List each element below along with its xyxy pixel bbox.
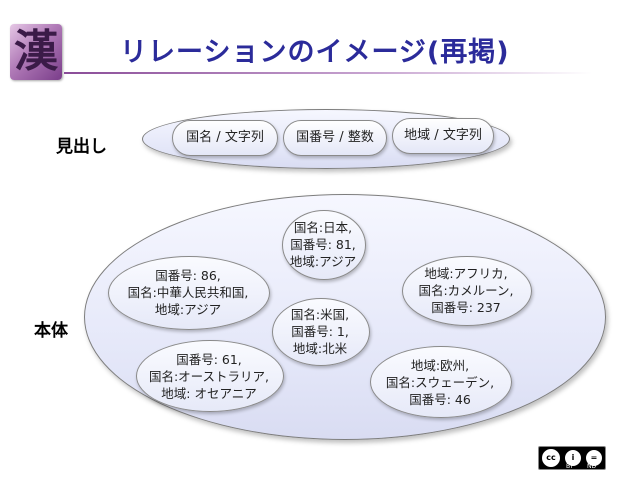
- cc-nd-label: ND: [587, 463, 597, 470]
- record-australia-field: 国番号: 61,: [176, 352, 242, 367]
- creative-commons-badge[interactable]: cc i = BY ND: [538, 446, 606, 470]
- record-ellipse-sweden: [370, 346, 512, 418]
- record-usa-field: 国名:米国,: [290, 307, 350, 322]
- record-cameroon-field: 国番号: 237: [431, 300, 501, 315]
- record-japan: 国名:日本, 国番号: 81, 地域:アジア: [282, 219, 364, 270]
- record-usa-field: 国番号: 1,: [291, 324, 349, 339]
- record-sweden-field: 国名:スウェーデン,: [385, 375, 495, 390]
- slide-title: リレーションのイメージ(再掲): [120, 37, 510, 68]
- record-australia-field: 国名:オーストラリア,: [148, 369, 270, 384]
- record-ellipse-usa: [272, 298, 370, 366]
- record-japan-field: 国名:日本,: [293, 220, 353, 235]
- record-ellipse-cameroon: [402, 256, 532, 326]
- body-label: 本体: [34, 321, 68, 341]
- cc-by-label: BY: [566, 463, 574, 470]
- record-cameroon-field: 国名:カメルーン,: [418, 283, 514, 298]
- heading-attr-country-code: 国番号 / 整数: [283, 120, 387, 156]
- heading-label: 見出し: [56, 137, 107, 157]
- no-derivatives-icon: =: [585, 449, 603, 467]
- cc-icon: cc: [541, 448, 561, 468]
- record-cameroon: 地域:アフリカ, 国名:カメルーン, 国番号: 237: [402, 265, 530, 316]
- record-japan-field: 国番号: 81,: [290, 237, 356, 252]
- kanji-logo: 漢: [10, 24, 62, 80]
- record-sweden: 地域:欧州, 国名:スウェーデン, 国番号: 46: [370, 357, 510, 408]
- record-ellipse-china: [108, 256, 270, 330]
- record-china-field: 国番号: 86,: [155, 268, 221, 283]
- attribution-icon: i: [564, 449, 582, 467]
- record-usa: 国名:米国, 国番号: 1, 地域:北米: [272, 306, 368, 357]
- record-sweden-field: 地域:欧州,: [410, 358, 470, 373]
- record-china: 国番号: 86, 国名:中華人民共和国, 地域:アジア: [108, 267, 268, 318]
- record-china-field: 地域:アジア: [154, 302, 222, 317]
- heading-attr-region: 地域 / 文字列: [392, 118, 494, 154]
- record-cameroon-field: 地域:アフリカ,: [424, 266, 508, 281]
- record-china-field: 国名:中華人民共和国,: [127, 285, 249, 300]
- record-australia: 国番号: 61, 国名:オーストラリア, 地域: オセアニア: [136, 351, 282, 402]
- record-australia-field: 地域: オセアニア: [161, 386, 257, 401]
- record-sweden-field: 国番号: 46: [409, 392, 471, 407]
- title-underline: [64, 72, 592, 74]
- record-ellipse-japan: [282, 210, 366, 280]
- record-japan-field: 地域:アジア: [289, 254, 357, 269]
- record-usa-field: 地域:北米: [292, 341, 348, 356]
- record-ellipse-australia: [136, 340, 284, 412]
- heading-attr-country-name: 国名 / 文字列: [172, 120, 278, 156]
